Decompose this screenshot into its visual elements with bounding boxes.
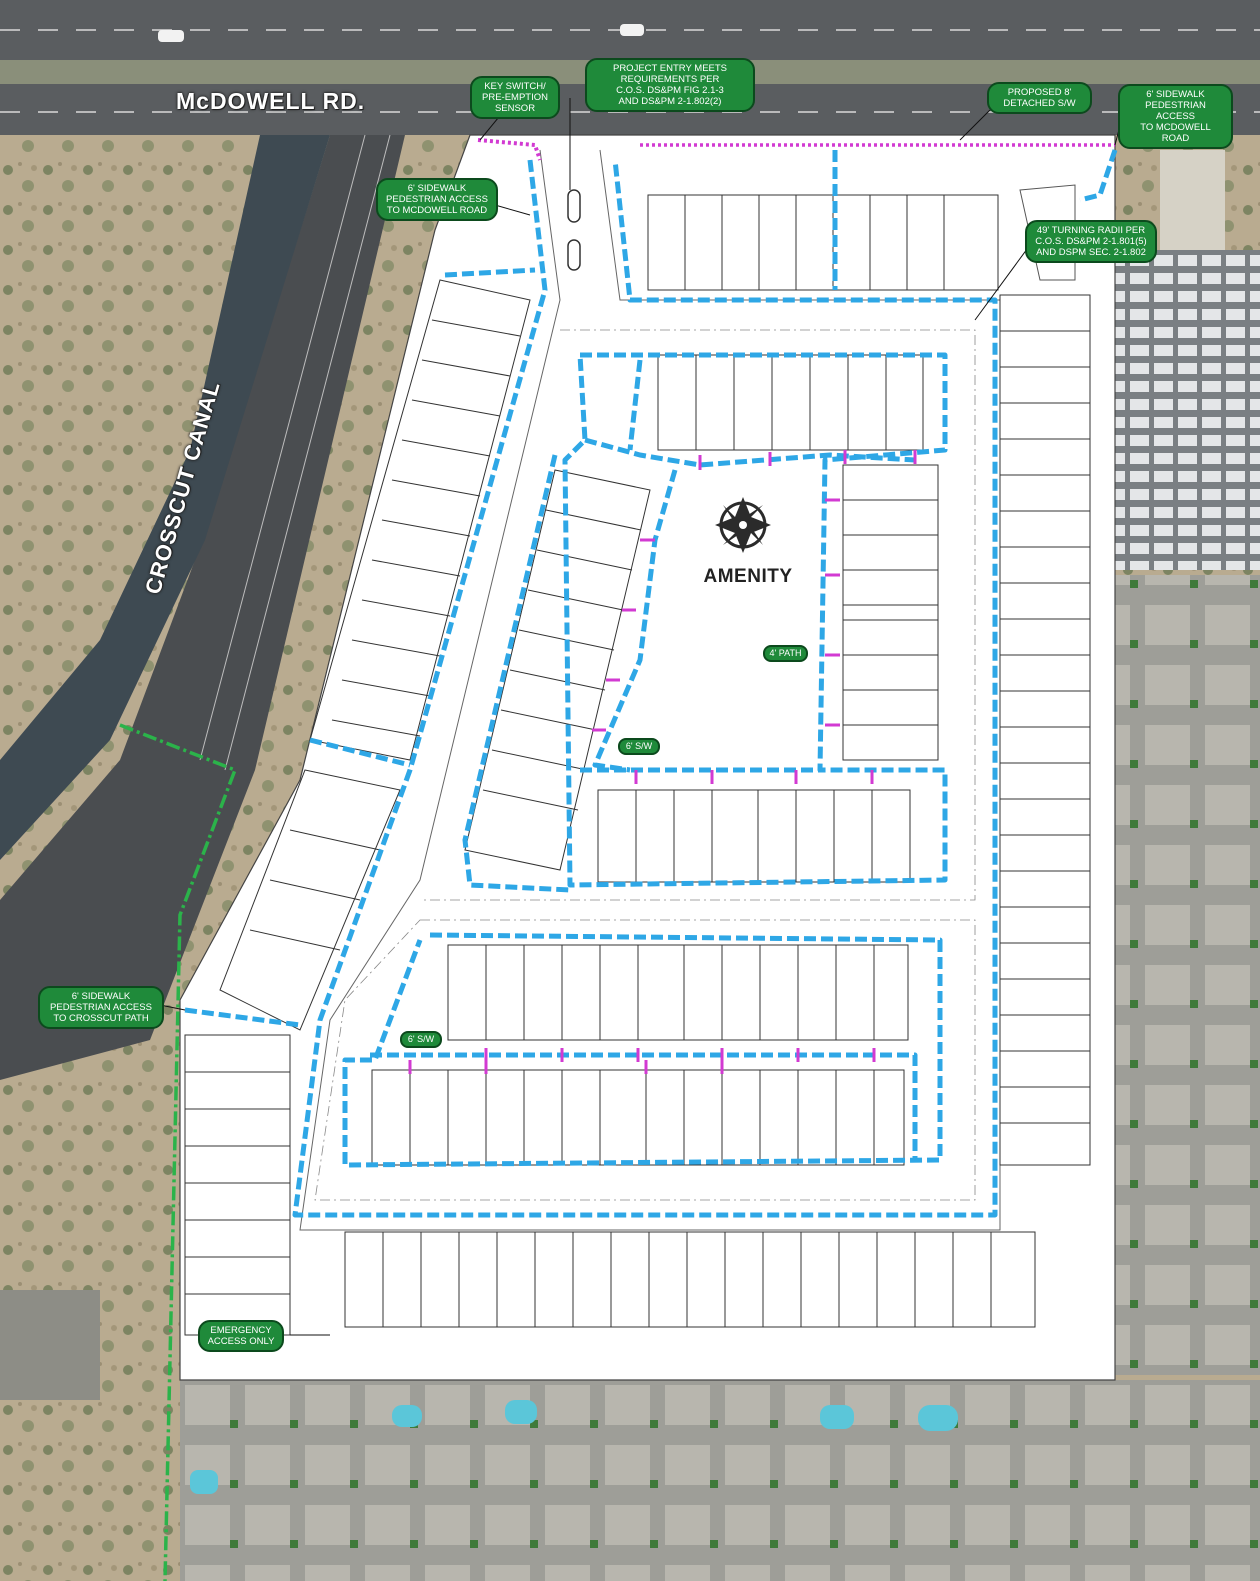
internal-road-outline — [299, 149, 1001, 1231]
entry-sidewalk — [477, 138, 542, 161]
lots-inner-right — [842, 464, 939, 761]
callout-turning-radii: 49' TURNING RADII PER C.O.S. DS&PM 2-1.8… — [1025, 220, 1157, 263]
adjacent-building — [1160, 150, 1225, 250]
lots-top-row — [647, 194, 999, 291]
crosscut-canal-water — [0, 135, 330, 860]
pedestrian-crossings — [408, 450, 917, 1074]
amenity-label: AMENITY — [703, 566, 793, 587]
utility-yard — [0, 1290, 100, 1400]
car — [158, 30, 184, 42]
rv-storage-lot — [1115, 250, 1260, 570]
callout-4-path: 4' PATH — [763, 645, 808, 662]
canal-line — [199, 134, 366, 761]
lots-inner-bottom — [597, 789, 911, 883]
lots-left-diagonal — [219, 279, 531, 1031]
pool — [190, 1470, 218, 1494]
entry-gate — [567, 239, 581, 271]
callout-key-switch: KEY SWITCH/ PRE-EMPTION SENSOR — [470, 76, 560, 119]
callout-sidewalk-mcdowell-left: 6' SIDEWALK PEDESTRIAN ACCESS TO MCDOWEL… — [376, 178, 498, 221]
canal-line — [224, 134, 391, 771]
callout-emergency-access: EMERGENCY ACCESS ONLY — [198, 1320, 284, 1352]
road-label-mcdowell: McDOWELL RD. — [176, 88, 366, 114]
pool — [918, 1405, 958, 1431]
lots-south-block — [371, 944, 909, 1166]
callout-6-sw-lower: 6' S/W — [400, 1031, 442, 1048]
pool — [505, 1400, 537, 1424]
callout-sidewalk-crosscut: 6' SIDEWALK PEDESTRIAN ACCESS TO CROSSCU… — [38, 986, 164, 1029]
lots-inner-top — [657, 354, 924, 451]
car — [620, 24, 644, 36]
residential-neighborhood — [180, 1380, 1260, 1581]
callout-sidewalk-mcdowell-right: 6' SIDEWALK PEDESTRIAN ACCESS TO McDOWEL… — [1118, 84, 1233, 149]
entry-gate — [567, 189, 581, 223]
lots-inner-left — [464, 469, 651, 871]
umbrella-amenity-icon — [715, 497, 771, 553]
pool — [392, 1405, 422, 1427]
crosscut-canal-road — [0, 135, 405, 1080]
crosscut-path — [119, 723, 238, 1581]
callout-proposed-sidewalk: PROPOSED 8' DETACHED S/W — [987, 82, 1092, 114]
sidewalk-network — [184, 149, 1118, 1218]
callout-project-entry: PROJECT ENTRY MEETS REQUIREMENTS PER C.O… — [585, 58, 755, 112]
callout-6-sw-upper: 6' S/W — [618, 738, 660, 755]
lots-right-column — [999, 294, 1091, 1166]
internal-road-outline — [314, 919, 976, 1201]
pool — [820, 1405, 854, 1429]
site-boundary — [179, 134, 1116, 1381]
internal-road-outline — [420, 329, 976, 901]
adjacent-buildings — [1115, 575, 1260, 1375]
lots-bottom-row — [344, 1231, 1036, 1328]
